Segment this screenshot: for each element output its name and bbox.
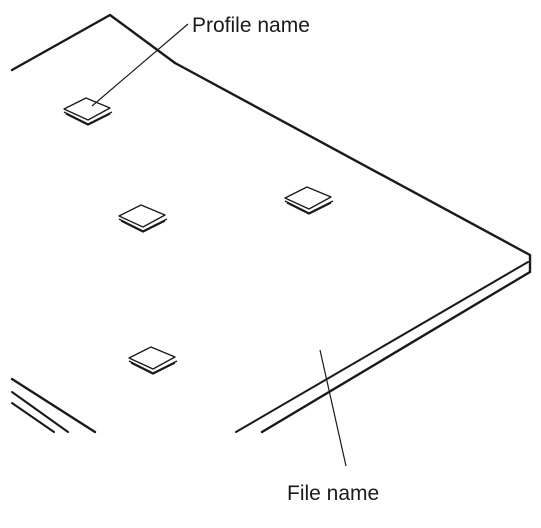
file-name-leader — [319, 349, 347, 467]
file-name-label: File name — [287, 482, 379, 505]
profile-name-label: Profile name — [192, 14, 310, 37]
pad-1 — [63, 97, 113, 126]
pad-4 — [128, 346, 178, 375]
sheet-outline — [10, 13, 532, 434]
sheet-front-edge — [10, 261, 529, 434]
pad-3 — [284, 186, 334, 215]
profile-name-leader — [91, 23, 189, 107]
pad-2 — [118, 204, 168, 233]
